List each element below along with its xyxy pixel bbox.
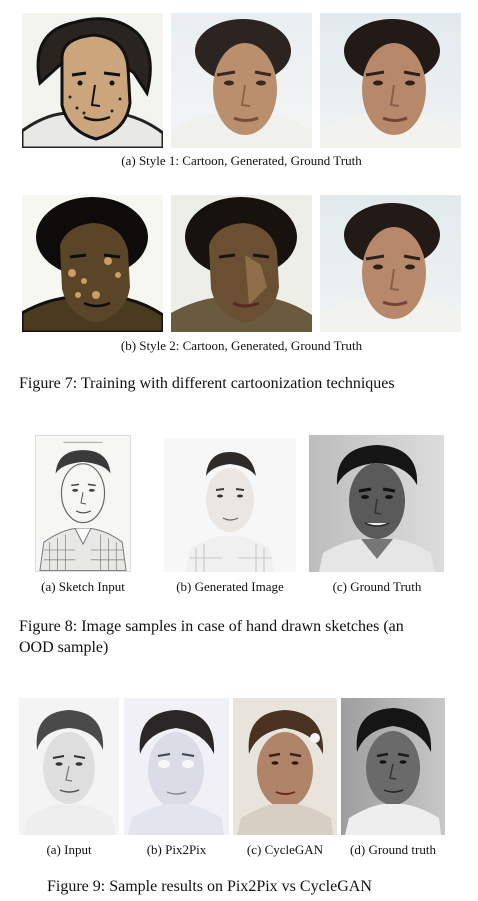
- fig7-style2-generated-image: [171, 195, 312, 332]
- fig7-caption: Figure 7: Training with different cartoo…: [19, 375, 395, 392]
- fig7-style2-ground-truth-image: [320, 195, 461, 332]
- fig7-subcaption-b: (b) Style 2: Cartoon, Generated, Ground …: [120, 338, 363, 353]
- fig8-caption-line-2: OOD sample): [19, 639, 109, 656]
- fig8-subcaption-b: (b) Generated Image: [176, 579, 284, 594]
- fig9-input-image: [19, 698, 119, 835]
- fig7-style1-generated-image: [171, 13, 312, 148]
- fig7-subcaption-a: (a) Style 1: Cartoon, Generated, Ground …: [121, 153, 362, 168]
- fig8-ground-truth-image: [309, 435, 444, 572]
- fig9-caption: Figure 9: Sample results on Pix2Pix vs C…: [47, 878, 372, 895]
- fig9-subcaption-a: (a) Input: [46, 842, 92, 857]
- fig7-style1-ground-truth-image: [320, 13, 461, 148]
- fig9-cyclegan-image: [233, 698, 337, 835]
- fig9-subcaption-b: (b) Pix2Pix: [146, 842, 207, 857]
- fig8-subcaption-c: (c) Ground Truth: [332, 579, 422, 594]
- fig8-subcaption-a: (a) Sketch Input: [41, 579, 125, 594]
- fig9-subcaption-c: (c) CycleGAN: [246, 842, 324, 857]
- fig8-caption-line-1: Figure 8: Image samples in case of hand …: [19, 618, 404, 635]
- fig7-style1-cartoon-image: [22, 13, 163, 148]
- fig8-generated-image: [164, 438, 296, 572]
- fig9-pix2pix-image: [124, 698, 229, 835]
- fig8-sketch-input-image: [35, 435, 131, 572]
- fig7-style2-cartoon-image: [22, 195, 163, 332]
- fig9-subcaption-d: (d) Ground truth: [350, 842, 436, 857]
- fig9-ground-truth-image: [341, 698, 445, 835]
